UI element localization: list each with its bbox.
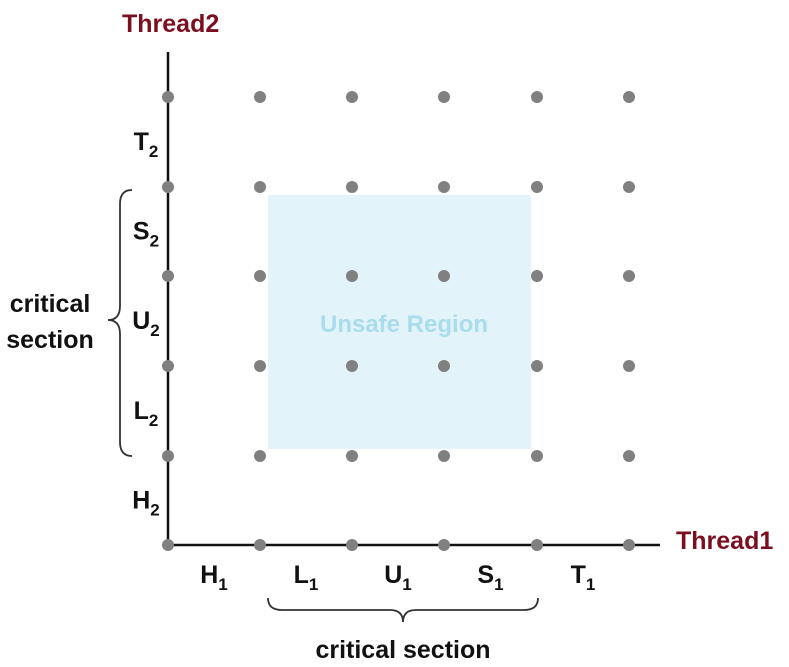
grid-point: [438, 91, 450, 103]
grid-point: [162, 270, 174, 282]
x-instruction-label: H1: [200, 561, 228, 594]
x-instruction-label: S1: [477, 561, 503, 594]
grid-point: [531, 539, 543, 551]
grid-point: [346, 181, 358, 193]
grid-point: [623, 270, 635, 282]
grid-point: [254, 539, 266, 551]
grid-point: [254, 91, 266, 103]
grid-point: [346, 91, 358, 103]
y-axis-title: Thread2: [122, 10, 219, 38]
grid-point: [346, 270, 358, 282]
x-instruction-label: T1: [571, 561, 596, 594]
grid-point: [346, 360, 358, 372]
grid-point: [438, 450, 450, 462]
y-instruction-label: H2: [132, 487, 160, 520]
x-instruction-label: L1: [294, 561, 319, 594]
grid-point: [531, 91, 543, 103]
grid-point: [623, 181, 635, 193]
unsafe-region-label: Unsafe Region: [320, 311, 488, 338]
y-instruction-labels: H2 L2 U2 S2 T2: [132, 128, 160, 520]
grid-point: [623, 450, 635, 462]
unsafe-region: [268, 195, 531, 449]
grid-point: [531, 270, 543, 282]
grid-point: [531, 360, 543, 372]
grid-point: [346, 450, 358, 462]
grid-point: [254, 450, 266, 462]
grid-point: [531, 450, 543, 462]
x-axis-title: Thread1: [676, 527, 773, 555]
y-instruction-label: U2: [132, 307, 160, 340]
grid-point: [162, 539, 174, 551]
x-critical-section-label: critical section: [315, 636, 490, 664]
grid-point: [162, 91, 174, 103]
grid-point: [162, 450, 174, 462]
grid-points: [162, 91, 635, 551]
grid-point: [438, 270, 450, 282]
y-instruction-label: L2: [134, 397, 159, 430]
grid-point: [531, 181, 543, 193]
grid-point: [162, 181, 174, 193]
grid-point: [254, 181, 266, 193]
grid-point: [254, 360, 266, 372]
x-instruction-labels: H1 L1 U1 S1 T1: [200, 561, 595, 594]
grid-point: [438, 181, 450, 193]
grid-point: [623, 91, 635, 103]
y-instruction-label: T2: [134, 128, 159, 161]
y-critical-section-label-line1: critical: [10, 290, 91, 318]
y-critical-section-label-line2: section: [6, 326, 94, 354]
grid-point: [438, 360, 450, 372]
y-critical-brace: [107, 189, 133, 457]
grid-point: [162, 360, 174, 372]
grid-point: [623, 539, 635, 551]
grid-point: [346, 539, 358, 551]
x-instruction-label: U1: [384, 561, 412, 594]
grid-point: [623, 360, 635, 372]
grid-point: [254, 270, 266, 282]
grid-point: [438, 539, 450, 551]
y-instruction-label: S2: [133, 218, 159, 251]
x-critical-brace: [267, 597, 539, 623]
